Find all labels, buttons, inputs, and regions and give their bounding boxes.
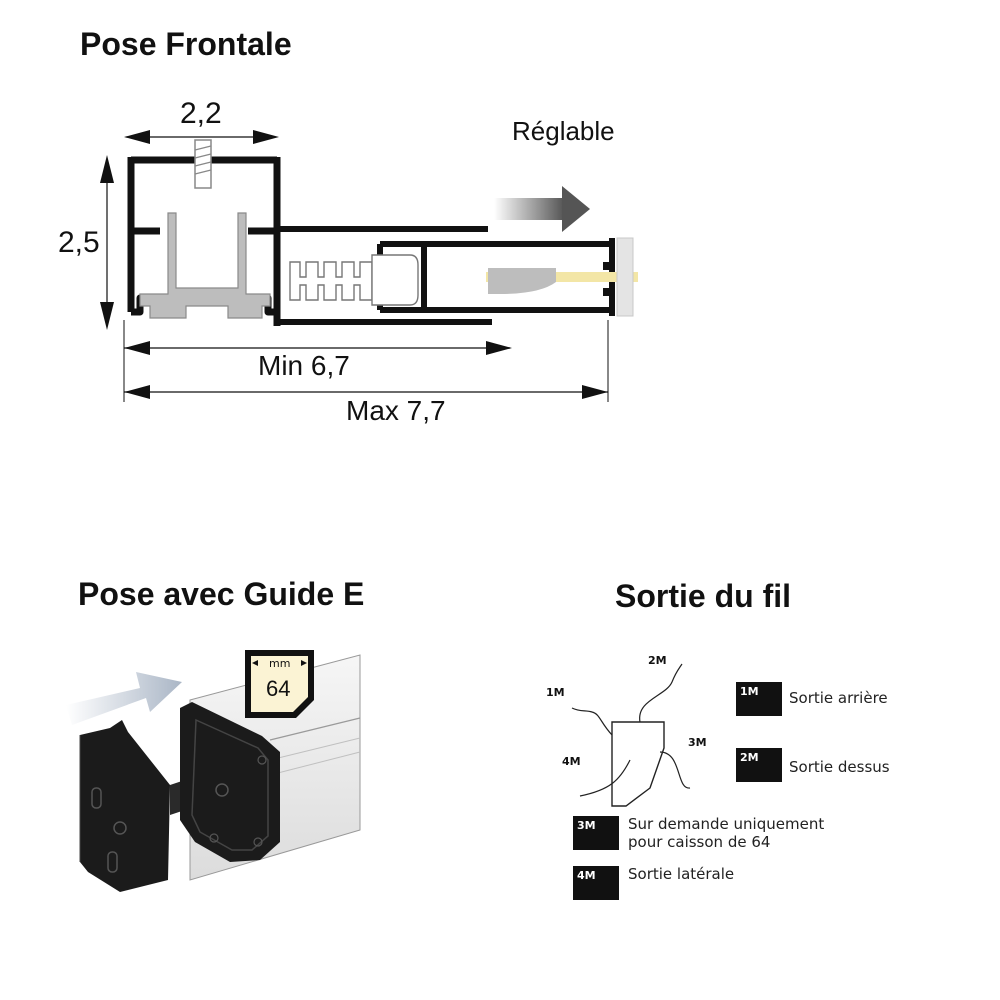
width-dimension: 2,2 <box>124 97 279 144</box>
frontale-diagram: 2,2 2,5 <box>58 97 638 426</box>
height-label: 2,5 <box>58 226 100 259</box>
legend-4m: 4M Sortie latérale <box>573 865 734 900</box>
max-label: Max 7,7 <box>346 395 446 426</box>
legend-text-3m-line2: pour caisson de 64 <box>628 833 770 851</box>
legend-code-3m: 3M <box>577 819 596 832</box>
max-dimension: Max 7,7 <box>123 320 609 426</box>
legend-text-4m: Sortie latérale <box>628 865 734 883</box>
legend-code-4m: 4M <box>577 869 596 882</box>
badge-value: 64 <box>266 676 290 701</box>
legend-2m: 2M Sortie dessus <box>736 748 890 782</box>
wire-label-4m: 4M <box>562 755 581 768</box>
grey-block <box>488 268 556 294</box>
yellow-strip <box>486 272 638 282</box>
legend-text-2m: Sortie dessus <box>789 758 890 776</box>
slider-head <box>371 254 419 306</box>
legend-code-2m: 2M <box>740 751 759 764</box>
grey-carriage <box>139 212 271 319</box>
wire-label-2m: 2M <box>648 654 667 667</box>
legend-text-3m-line1: Sur demande uniquement <box>628 815 824 833</box>
wire-label-3m: 3M <box>688 736 707 749</box>
sortie-diagram: 2M 1M 3M 4M 1M Sortie arrière 2M Sortie … <box>546 654 890 900</box>
motor-box <box>611 721 665 807</box>
legend-code-1m: 1M <box>740 685 759 698</box>
min-label: Min 6,7 <box>258 350 350 381</box>
min-dimension: Min 6,7 <box>123 320 512 381</box>
caisson-size-badge: mm 64 <box>245 650 314 718</box>
guide-diagram: mm 64 <box>66 650 361 892</box>
width-label: 2,2 <box>180 97 222 130</box>
right-endcap <box>180 702 280 862</box>
pose-frontale-title: Pose Frontale <box>80 26 292 62</box>
legend-3m: 3M Sur demande uniquement pour caisson d… <box>573 815 824 851</box>
spring <box>289 261 373 301</box>
height-dimension: 2,5 <box>58 155 114 330</box>
adjustable-arrow-icon <box>494 186 590 232</box>
wires <box>571 663 691 797</box>
wire-label-1m: 1M <box>546 686 565 699</box>
legend-1m: 1M Sortie arrière <box>736 682 888 716</box>
sortie-du-fil-title: Sortie du fil <box>615 578 791 614</box>
insert-arrow-icon <box>66 672 182 725</box>
end-cap <box>616 237 634 317</box>
legend-text-1m: Sortie arrière <box>789 689 888 707</box>
adjustable-label: Réglable <box>512 116 615 146</box>
badge-unit: mm <box>269 657 290 670</box>
screw-icon <box>194 139 212 189</box>
pose-guide-e-title: Pose avec Guide E <box>78 576 365 612</box>
